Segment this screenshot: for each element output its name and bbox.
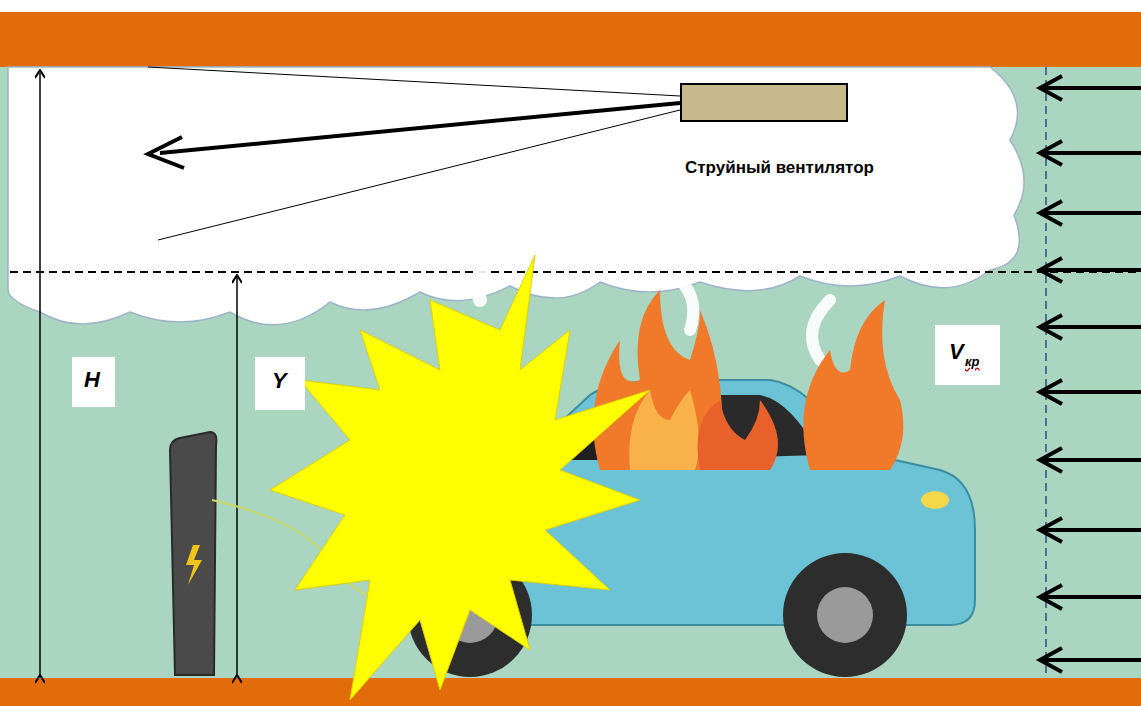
dimension-symbol: H: [84, 369, 100, 391]
smoke-wisp: [812, 300, 830, 360]
tunnel-ceiling: [0, 12, 1141, 67]
velocity-box: Vкр: [935, 325, 1000, 385]
wheel-hub: [817, 587, 873, 643]
charging-station: [170, 432, 216, 675]
flame: [803, 300, 903, 470]
dimension-symbol: Y: [272, 370, 287, 392]
flame: [698, 400, 779, 470]
airflow-arrows: [1040, 76, 1141, 672]
smoke-wisp: [680, 280, 693, 330]
smoke-wisp: [478, 215, 512, 300]
jet-arrow: [160, 103, 680, 153]
flame: [629, 390, 699, 470]
car-headlight: [921, 491, 949, 509]
lightning-symbol: [186, 545, 202, 585]
velocity-subscript: кр: [965, 355, 980, 368]
dimension-box: Y: [255, 357, 305, 410]
jet-fan: Струйный вентилятор: [680, 83, 848, 122]
jet-arrow-head: [148, 137, 184, 168]
smoke-height-dimension: [236, 275, 238, 675]
tunnel-floor: [0, 678, 1141, 706]
smoke-layer: [8, 67, 1024, 325]
explosion: [270, 255, 650, 700]
tunnel-air: [0, 12, 1141, 706]
dimension-box: H: [72, 357, 115, 407]
velocity-symbol: V: [949, 341, 964, 363]
jet-boundary: [148, 67, 680, 96]
height-dimension: [39, 70, 41, 675]
car-wheel: [783, 553, 907, 677]
smoke-boundary: [10, 271, 1141, 273]
fan-label: Струйный вентилятор: [685, 159, 874, 176]
